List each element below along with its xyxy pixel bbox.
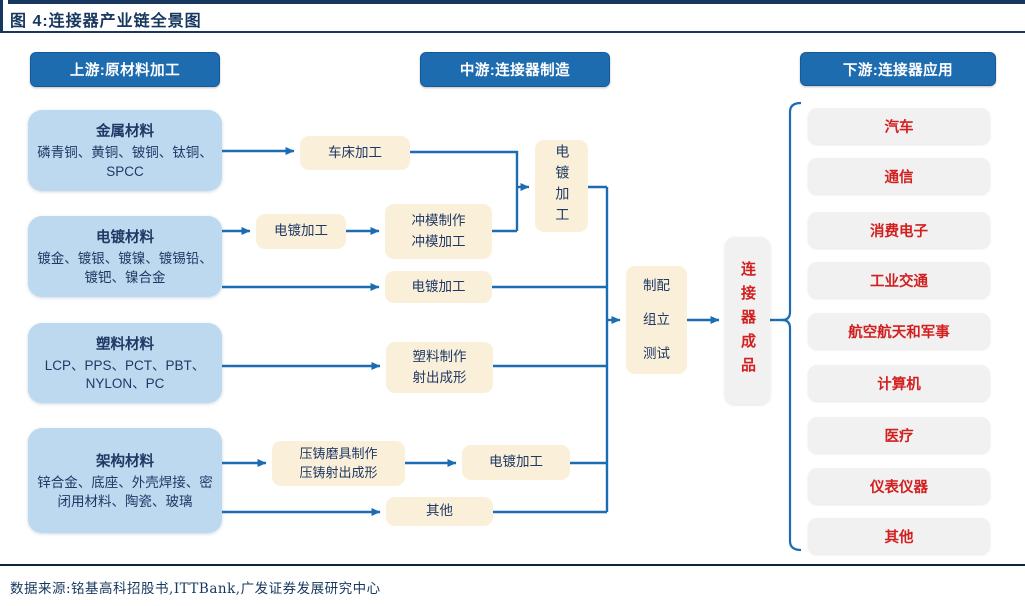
app-item-telecom: 通信 bbox=[808, 158, 990, 194]
process-box-other: 其他 bbox=[386, 497, 493, 526]
stage-header-upstream: 上游:原材料加工 bbox=[30, 52, 220, 87]
material-title: 电镀材料 bbox=[96, 230, 154, 247]
material-items: LCP、PPS、PCT、PBT、NYLON、PC bbox=[44, 357, 206, 391]
material-items: 锌合金、底座、外壳焊接、密闭用材料、陶瓷、玻璃 bbox=[37, 475, 213, 509]
material-box-plastic: 塑料材料 LCP、PPS、PCT、PBT、NYLON、PC bbox=[28, 323, 222, 403]
process-box-stamping: 冲模制作 冲模加工 bbox=[385, 204, 492, 259]
data-source-note: 数据来源:铭基高科招股书,ITTBank,广发证券发展研究中心 bbox=[10, 581, 381, 597]
process-box-assembly-test: 制配 组立 测试 bbox=[626, 266, 687, 374]
app-item-automotive: 汽车 bbox=[808, 108, 990, 144]
material-title: 金属材料 bbox=[96, 124, 154, 141]
process-box-plating-c: 电镀加工 bbox=[462, 445, 570, 480]
process-box-plating-a: 电镀加工 bbox=[256, 214, 346, 249]
app-item-other: 其他 bbox=[808, 518, 990, 554]
material-box-metal: 金属材料 磷青铜、黄铜、铍铜、钛铜、SPCC bbox=[28, 110, 222, 191]
app-item-instrumentation: 仪表仪器 bbox=[808, 468, 990, 504]
stage-header-midstream: 中游:连接器制造 bbox=[420, 52, 610, 87]
footer-divider bbox=[0, 564, 1025, 566]
top-border bbox=[8, 0, 1025, 4]
material-box-structure: 架构材料 锌合金、底座、外壳焊接、密闭用材料、陶瓷、玻璃 bbox=[28, 428, 222, 533]
app-item-computer: 计算机 bbox=[808, 365, 990, 401]
material-title: 塑料材料 bbox=[96, 336, 154, 353]
process-box-lathe: 车床加工 bbox=[300, 136, 410, 170]
finished-connector-box: 连接器成品 bbox=[725, 237, 770, 404]
app-item-consumer-electronics: 消费电子 bbox=[808, 212, 990, 248]
material-title: 架构材料 bbox=[96, 454, 154, 471]
material-items: 镀金、镀银、镀镍、镀锡铅、镀钯、镍合金 bbox=[37, 251, 213, 285]
material-box-plating: 电镀材料 镀金、镀银、镀镍、镀锡铅、镀钯、镍合金 bbox=[28, 216, 222, 297]
process-box-plastic-molding: 塑料制作 射出成形 bbox=[386, 342, 493, 393]
material-items: 磷青铜、黄铜、铍铜、钛铜、SPCC bbox=[37, 145, 213, 179]
title-divider bbox=[0, 31, 1025, 33]
app-item-medical: 医疗 bbox=[808, 417, 990, 453]
process-box-diecast: 压铸磨具制作 压铸射出成形 bbox=[272, 441, 405, 486]
process-box-plating-b: 电镀加工 bbox=[385, 271, 492, 303]
figure-title: 图 4:连接器产业链全景图 bbox=[10, 13, 202, 30]
stage-header-downstream: 下游:连接器应用 bbox=[800, 52, 996, 86]
app-item-industrial-transport: 工业交通 bbox=[808, 262, 990, 298]
left-border-notch bbox=[0, 0, 3, 33]
process-box-plating-vertical: 电镀加工 bbox=[535, 140, 588, 232]
downstream-bracket bbox=[781, 101, 802, 552]
app-item-aerospace-military: 航空航天和军事 bbox=[808, 313, 990, 349]
